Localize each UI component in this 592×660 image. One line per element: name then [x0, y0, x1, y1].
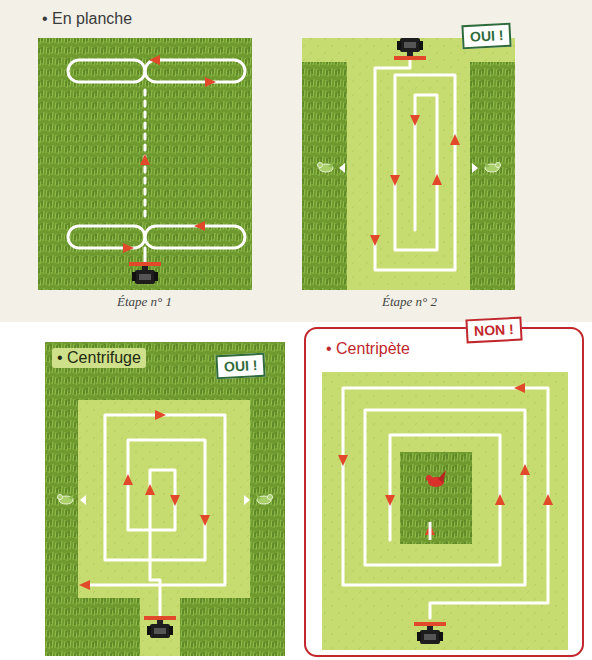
yes-stamp: OUI ! [215, 353, 266, 380]
yes-stamp: OUI ! [461, 23, 512, 50]
step-caption: Étape n° 2 [382, 294, 437, 310]
no-stamp: NON ! [465, 317, 522, 344]
step-caption: Étape n° 1 [117, 294, 172, 310]
stamp-text: OUI ! [470, 27, 504, 45]
stamp-text: OUI ! [224, 357, 258, 375]
section-title: • En planche [42, 10, 132, 28]
section-title: • Centrifuge [52, 348, 146, 368]
section-title: • Centripète [326, 340, 410, 358]
stamp-text: NON ! [474, 321, 514, 339]
